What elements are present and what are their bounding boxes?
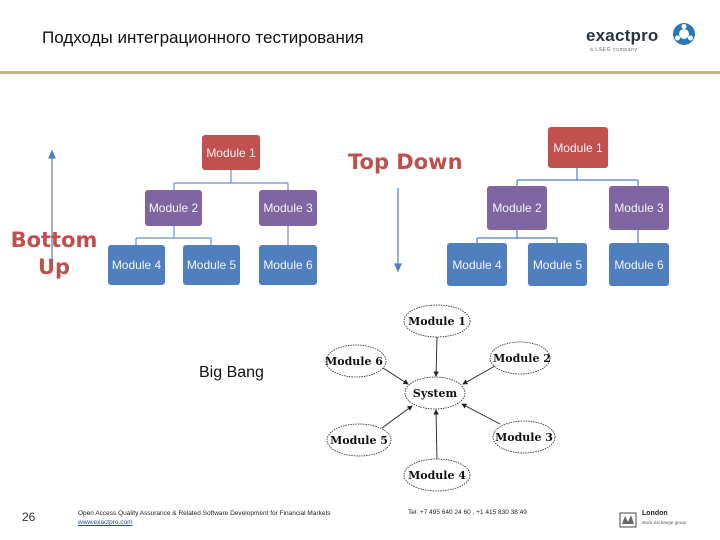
bb-system: System: [413, 387, 458, 400]
logo-name: exactpro: [586, 26, 659, 45]
logo-tagline: a LSEG company: [590, 47, 638, 53]
footer-description: Open Access Quality Assurance & Related …: [78, 510, 331, 526]
big-bang-label: Big Bang: [199, 364, 264, 381]
bu-module-3: Module 3: [259, 190, 317, 226]
td-module-3: Module 3: [609, 186, 669, 230]
bu-module-2: Module 2: [145, 190, 202, 226]
td-module-6: Module 6: [609, 243, 669, 286]
footer-phone: Tel: +7 495 640 24 60 , +1 415 830 38 49: [408, 509, 527, 516]
lse-logo: London stock exchange group: [618, 508, 698, 532]
big-bang-diagram: System Module 1 Module 2 Module 3 Module…: [325, 304, 556, 492]
bu-module-4: Module 4: [108, 245, 165, 285]
td-module-2: Module 2: [487, 186, 547, 230]
bb-module-5: Module 5: [330, 434, 388, 447]
bb-module-4: Module 4: [408, 469, 466, 482]
header-divider: [0, 71, 720, 74]
bottom-up-label: Bottom Up: [10, 228, 98, 279]
bb-module-1: Module 1: [408, 315, 466, 328]
top-down-arrow: [394, 188, 402, 273]
top-down-label: Top Down: [348, 150, 463, 174]
lse-crest-icon: [619, 512, 637, 528]
td-module-1: Module 1: [548, 127, 608, 168]
exactpro-logo: exactpro a LSEG company: [586, 22, 696, 56]
exactpro-mark-icon: [673, 23, 695, 45]
td-module-5: Module 5: [528, 243, 587, 286]
slide-title: Подходы интеграционного тестирования: [42, 28, 364, 47]
bu-module-5: Module 5: [183, 245, 240, 285]
lse-name: London: [642, 510, 668, 517]
td-module-4: Module 4: [447, 243, 507, 286]
bb-module-3: Module 3: [495, 431, 553, 444]
footer-website-link[interactable]: www.exactpro.com: [78, 519, 133, 526]
bu-module-1: Module 1: [202, 135, 260, 170]
bu-module-6: Module 6: [259, 245, 317, 285]
bb-module-2: Module 2: [493, 352, 551, 365]
lse-sub: stock exchange group: [642, 520, 687, 525]
page-number: 26: [22, 510, 36, 524]
bb-module-6: Module 6: [325, 355, 383, 368]
